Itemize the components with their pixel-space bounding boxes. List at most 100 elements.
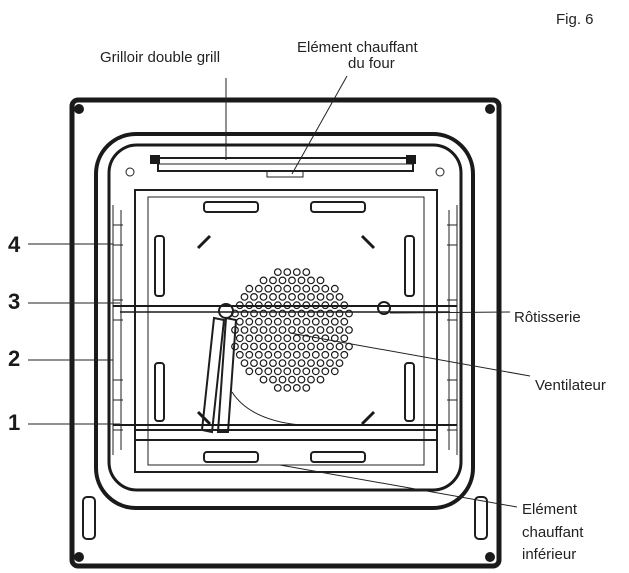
- fan-hole: [269, 293, 277, 301]
- leader-oven-element: [291, 75, 348, 175]
- fan-hole: [259, 276, 268, 285]
- fan-hole: [245, 284, 254, 293]
- fan-hole: [307, 359, 315, 368]
- fan-hole: [292, 268, 301, 277]
- label-oven-element-line1: Elément chauffant: [297, 39, 418, 56]
- shelf-level-4: 4: [8, 232, 21, 257]
- fan-hole: [297, 276, 306, 285]
- fan-hole: [307, 375, 315, 384]
- fan-hole: [254, 284, 263, 293]
- fan-hole: [283, 268, 292, 277]
- fan-hole: [283, 284, 292, 293]
- fan-hole: [264, 350, 273, 359]
- oven-cavity-outer: [94, 132, 475, 510]
- label-lower-element-line2: chauffant: [522, 524, 584, 541]
- fan-hole: [297, 293, 306, 301]
- fan-hole: [259, 342, 268, 351]
- fan-hole: [302, 284, 311, 293]
- label-lower-element-line1: Elément: [522, 501, 578, 518]
- fan-hole: [240, 326, 249, 334]
- fan-hole: [311, 284, 320, 293]
- fan-hole: [345, 326, 353, 334]
- fan-hole: [288, 359, 296, 368]
- fan-hole: [250, 359, 258, 368]
- fan-hole: [273, 367, 282, 376]
- door-slot-left: [82, 496, 96, 540]
- fan-hole: [330, 367, 339, 376]
- fan-hole: [340, 350, 349, 359]
- fan-hole: [292, 317, 301, 326]
- fan-hole: [302, 384, 311, 392]
- fan-hole: [240, 342, 249, 351]
- leader-fan: [289, 332, 531, 377]
- top-grill-element: [150, 155, 416, 178]
- fan-hole: [278, 276, 287, 285]
- fan-hole: [340, 334, 349, 343]
- fan-hole: [273, 317, 282, 326]
- fan-hole: [269, 359, 277, 368]
- fan-hole: [311, 350, 320, 359]
- fan-hole: [283, 334, 292, 343]
- label-fan: Ventilateur: [535, 377, 606, 394]
- fan-hole: [311, 317, 320, 326]
- screw-bottom-right: [485, 552, 495, 562]
- leader-rotisserie: [389, 311, 511, 314]
- fan-hole: [335, 326, 344, 334]
- fan-hole: [292, 367, 301, 376]
- fan-hole: [273, 350, 282, 359]
- fan-hole: [297, 342, 306, 351]
- fan-hole: [259, 375, 268, 384]
- fan-hole: [245, 367, 254, 376]
- fan-hole: [273, 284, 282, 293]
- cavity-corner-bolt-left: [125, 167, 135, 177]
- fan-hole: [330, 317, 339, 326]
- fan-hole: [316, 276, 325, 285]
- fan-hole: [264, 284, 273, 293]
- label-rotisserie: Rôtisserie: [514, 309, 581, 326]
- shelf-level-3: 3: [8, 289, 20, 314]
- shelf-level-1: 1: [8, 410, 20, 435]
- fan-hole: [283, 350, 292, 359]
- fan-hole: [245, 317, 254, 326]
- fan-hole: [292, 284, 301, 293]
- fan-hole: [297, 359, 306, 368]
- label-lower-element-line3: inférieur: [522, 546, 576, 563]
- fan-hole: [278, 342, 287, 351]
- fan-hole: [307, 342, 315, 351]
- fan-hole: [273, 334, 282, 343]
- fan-hole: [288, 293, 296, 301]
- fan-hole: [288, 342, 296, 351]
- fan-hole: [321, 350, 330, 359]
- oven-outer-frame: [69, 97, 502, 569]
- fan-hole: [345, 309, 353, 318]
- fan-hole: [311, 367, 320, 376]
- fan-hole: [269, 309, 277, 318]
- fan-hole: [269, 375, 277, 384]
- fan-hole: [288, 276, 296, 285]
- fan-hole: [292, 334, 301, 343]
- figure-number: Fig. 6: [556, 11, 594, 28]
- bottom-shelf: [113, 424, 457, 441]
- fan-hole: [264, 367, 273, 376]
- fan-hole: [307, 293, 315, 301]
- fan-hole: [269, 276, 277, 285]
- fan-hole: [316, 375, 325, 384]
- fan-hole: [269, 326, 277, 334]
- fan-hole: [326, 293, 334, 301]
- fan-hole: [264, 317, 273, 326]
- fan-hole: [235, 334, 244, 343]
- fan-hole: [259, 309, 268, 318]
- fan-hole: [250, 309, 258, 318]
- fan-hole: [316, 326, 325, 334]
- fan-hole: [278, 293, 287, 301]
- fan-hole: [316, 342, 325, 351]
- oven-cavity-inner: [107, 143, 463, 492]
- fan-hole: [292, 384, 301, 392]
- side-rails-right: [447, 205, 458, 455]
- fan-hole: [259, 326, 268, 334]
- fan-hole: [335, 342, 344, 351]
- label-oven-element-line2: du four: [348, 55, 395, 72]
- fan-hole: [278, 359, 287, 368]
- fan-hole: [326, 359, 334, 368]
- fan-hole: [307, 326, 315, 334]
